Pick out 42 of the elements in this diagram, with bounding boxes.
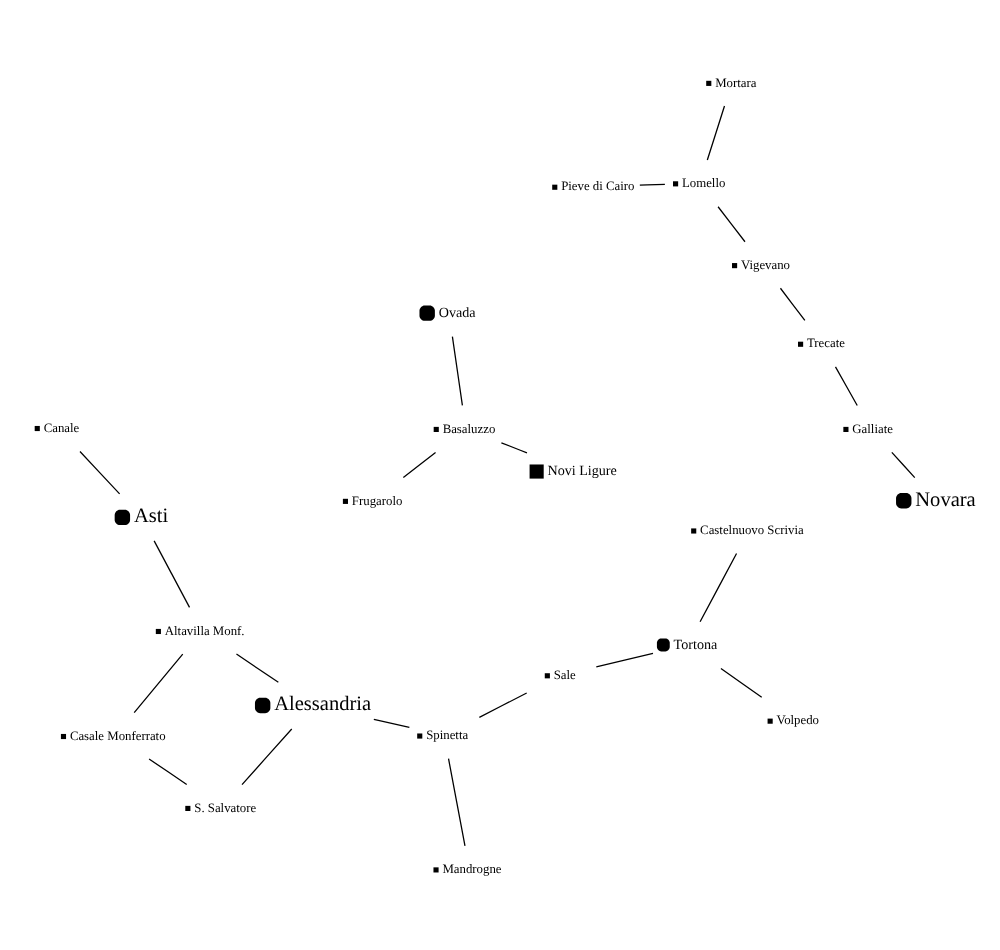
connector: [446, 757, 465, 846]
connector: [716, 205, 745, 242]
node-box: [59, 732, 66, 739]
node-box: [184, 804, 190, 810]
connector: [833, 365, 857, 406]
connector: [698, 551, 737, 622]
node-box: [341, 497, 348, 503]
node-box: [416, 732, 422, 738]
connector: [152, 539, 190, 607]
node-box: [705, 79, 711, 85]
connector: [890, 450, 915, 478]
connector: [78, 449, 120, 494]
connector: [719, 666, 762, 697]
node-box: [551, 183, 557, 189]
connector: [499, 441, 527, 453]
connector: [638, 182, 665, 185]
node-box: [672, 180, 678, 186]
node-box: [842, 425, 848, 431]
node-box: [766, 717, 772, 723]
connector: [372, 717, 409, 728]
node-box: [432, 425, 438, 431]
connector: [401, 450, 436, 478]
node-label: Novara: [914, 488, 975, 511]
node-box: [528, 463, 543, 478]
node-box: [690, 527, 696, 533]
node-box: [543, 672, 549, 678]
node-label: Alessandria: [273, 693, 371, 716]
node-box: [154, 627, 160, 634]
node-box: [797, 340, 803, 346]
connector: [594, 651, 653, 667]
connector: [147, 757, 187, 785]
node-box: [33, 424, 39, 431]
connector: [240, 727, 292, 785]
connector: [778, 286, 805, 321]
node-box: [731, 262, 737, 268]
connector: [234, 652, 278, 682]
node-box: [432, 866, 438, 872]
connector: [477, 691, 527, 717]
connector: [705, 104, 725, 160]
node-label: Asti: [132, 505, 168, 528]
connector: [450, 334, 463, 406]
connector: [132, 652, 183, 713]
